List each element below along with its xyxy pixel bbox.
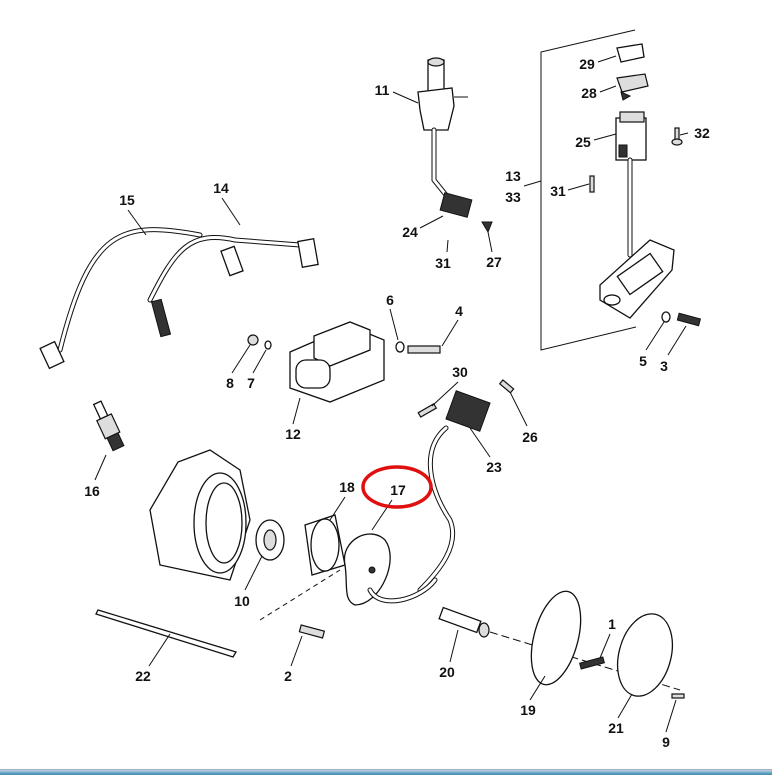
callout-9[interactable]: 9 xyxy=(662,734,670,750)
part-23-harness xyxy=(417,390,491,593)
callout-26[interactable]: 26 xyxy=(522,429,538,445)
callout-32[interactable]: 32 xyxy=(694,125,710,141)
callout-18[interactable]: 18 xyxy=(339,479,355,495)
callout-31-module[interactable]: 31 xyxy=(550,183,566,199)
timer-cover xyxy=(149,449,251,581)
callout-24[interactable]: 24 xyxy=(402,224,418,240)
part-3-screw xyxy=(676,312,702,327)
callout-8[interactable]: 8 xyxy=(226,375,234,391)
callout-1[interactable]: 1 xyxy=(608,616,616,632)
callout-6[interactable]: 6 xyxy=(386,292,394,308)
module-kit-bracket xyxy=(540,29,637,351)
callout-22[interactable]: 22 xyxy=(135,668,151,684)
callout-2[interactable]: 2 xyxy=(284,668,292,684)
callout-14[interactable]: 14 xyxy=(213,180,229,196)
callout-16[interactable]: 16 xyxy=(84,483,100,499)
part-28-cover xyxy=(616,73,649,101)
part-27-terminal xyxy=(481,221,493,234)
part-4-bolt xyxy=(407,345,441,354)
part-6-washer xyxy=(395,341,405,353)
callout-25[interactable]: 25 xyxy=(575,134,591,150)
callout-3[interactable]: 3 xyxy=(660,358,668,374)
callout-5[interactable]: 5 xyxy=(639,353,647,369)
callout-4[interactable]: 4 xyxy=(455,303,463,319)
callout-28[interactable]: 28 xyxy=(581,85,597,101)
callout-10[interactable]: 10 xyxy=(234,593,250,609)
callout-23[interactable]: 23 xyxy=(486,459,502,475)
callout-12[interactable]: 12 xyxy=(285,426,301,442)
part-26-terminal xyxy=(498,379,515,394)
part-25-module xyxy=(599,111,675,319)
part-12-coil xyxy=(289,321,385,403)
part-30-terminal xyxy=(417,402,438,418)
part-10-bushing xyxy=(255,519,285,561)
highlight-circle-part-17 xyxy=(361,465,433,509)
callout-19[interactable]: 19 xyxy=(520,702,536,718)
part-1-screw xyxy=(579,656,605,670)
part-17-sensor-plate xyxy=(343,533,438,606)
part-14-plug-wire xyxy=(147,235,319,303)
part-7-washer xyxy=(264,340,272,350)
part-2-screw xyxy=(298,624,326,639)
part-21-cover xyxy=(616,613,674,697)
callout-33[interactable]: 33 xyxy=(505,189,521,205)
callout-15[interactable]: 15 xyxy=(119,192,135,208)
callout-17[interactable]: 17 xyxy=(390,482,406,498)
part-32-screw xyxy=(671,127,683,146)
part-18-rotor xyxy=(304,514,346,576)
part-15-plug-wire xyxy=(39,227,203,370)
part-16-spark-plug xyxy=(92,400,125,452)
callout-11[interactable]: 11 xyxy=(375,82,390,98)
part-9-rivet xyxy=(671,693,685,699)
callout-27[interactable]: 27 xyxy=(486,254,502,270)
callout-7[interactable]: 7 xyxy=(247,375,255,391)
part-11-lead xyxy=(417,57,473,218)
callout-31-lead[interactable]: 31 xyxy=(435,255,451,271)
part-8-nut xyxy=(247,334,259,346)
callout-13[interactable]: 13 xyxy=(505,168,521,184)
callout-30[interactable]: 30 xyxy=(452,364,468,380)
callout-29[interactable]: 29 xyxy=(579,56,595,72)
part-5-washer xyxy=(661,311,671,323)
part-19-plate xyxy=(530,590,582,686)
window-bottom-border xyxy=(0,769,772,775)
part-20-shaft xyxy=(438,606,490,638)
callout-21[interactable]: 21 xyxy=(608,720,624,736)
part-31-pin xyxy=(589,175,595,193)
part-22-cable-tie xyxy=(95,609,237,658)
leader-lines xyxy=(94,55,689,733)
part-29-gasket xyxy=(616,43,645,63)
callout-20[interactable]: 20 xyxy=(439,664,455,680)
